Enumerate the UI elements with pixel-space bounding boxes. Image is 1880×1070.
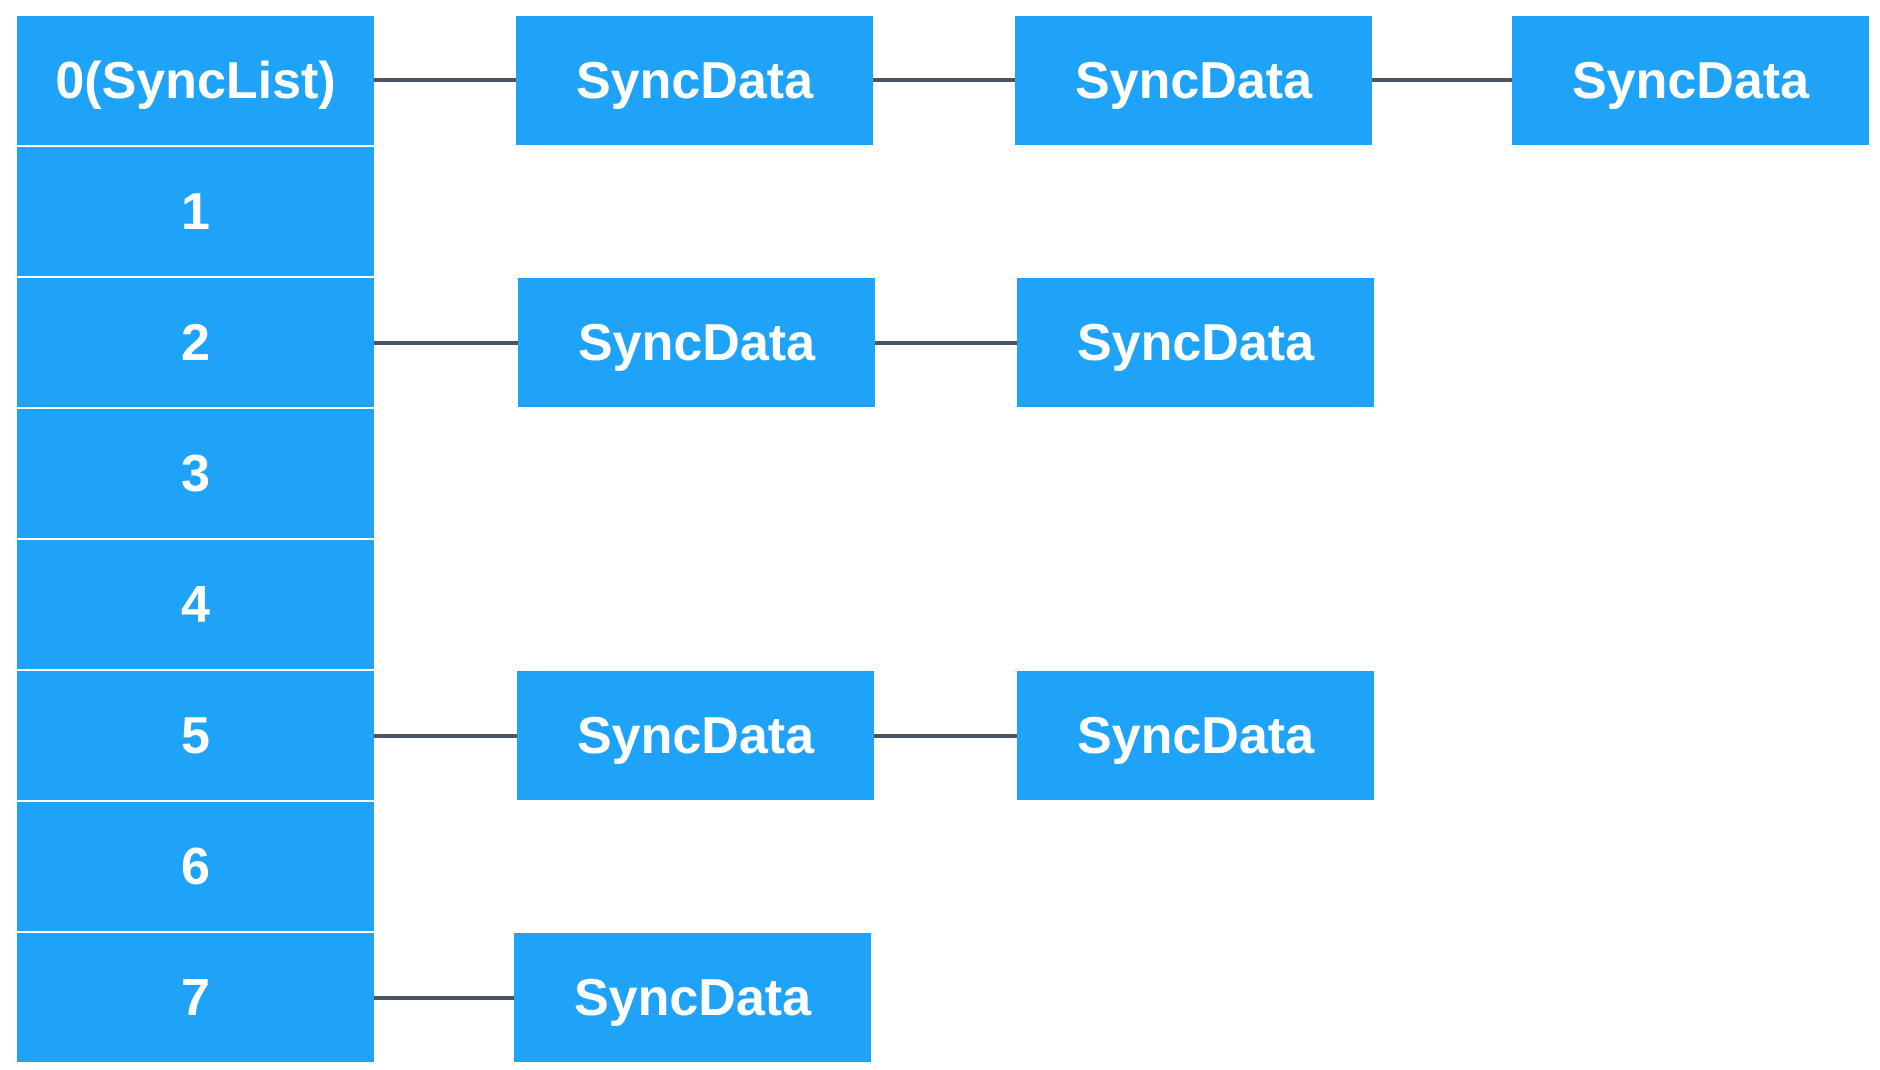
table-cell-5: 5: [17, 671, 374, 800]
connector-line: [374, 996, 514, 1000]
syncdata-node: SyncData: [1017, 278, 1374, 407]
connector-line: [374, 341, 518, 345]
connector-line: [374, 78, 516, 82]
connector-line: [873, 78, 1015, 82]
connector-line: [875, 341, 1017, 345]
syncdata-node: SyncData: [516, 16, 873, 145]
table-cell-7: 7: [17, 933, 374, 1062]
syncdata-node: SyncData: [514, 933, 871, 1062]
connector-line: [374, 734, 517, 738]
syncdata-node: SyncData: [1512, 16, 1869, 145]
syncdata-node: SyncData: [517, 671, 874, 800]
syncdata-node: SyncData: [1017, 671, 1374, 800]
connector-line: [874, 734, 1017, 738]
table-cell-3: 3: [17, 409, 374, 538]
table-cell-2: 2: [17, 278, 374, 407]
syncdata-node: SyncData: [1015, 16, 1372, 145]
table-cell-6: 6: [17, 802, 374, 931]
table-cell-4: 4: [17, 540, 374, 669]
syncdata-node: SyncData: [518, 278, 875, 407]
connector-line: [1372, 78, 1512, 82]
table-cell-0: 0(SyncList): [17, 16, 374, 145]
table-cell-1: 1: [17, 147, 374, 276]
